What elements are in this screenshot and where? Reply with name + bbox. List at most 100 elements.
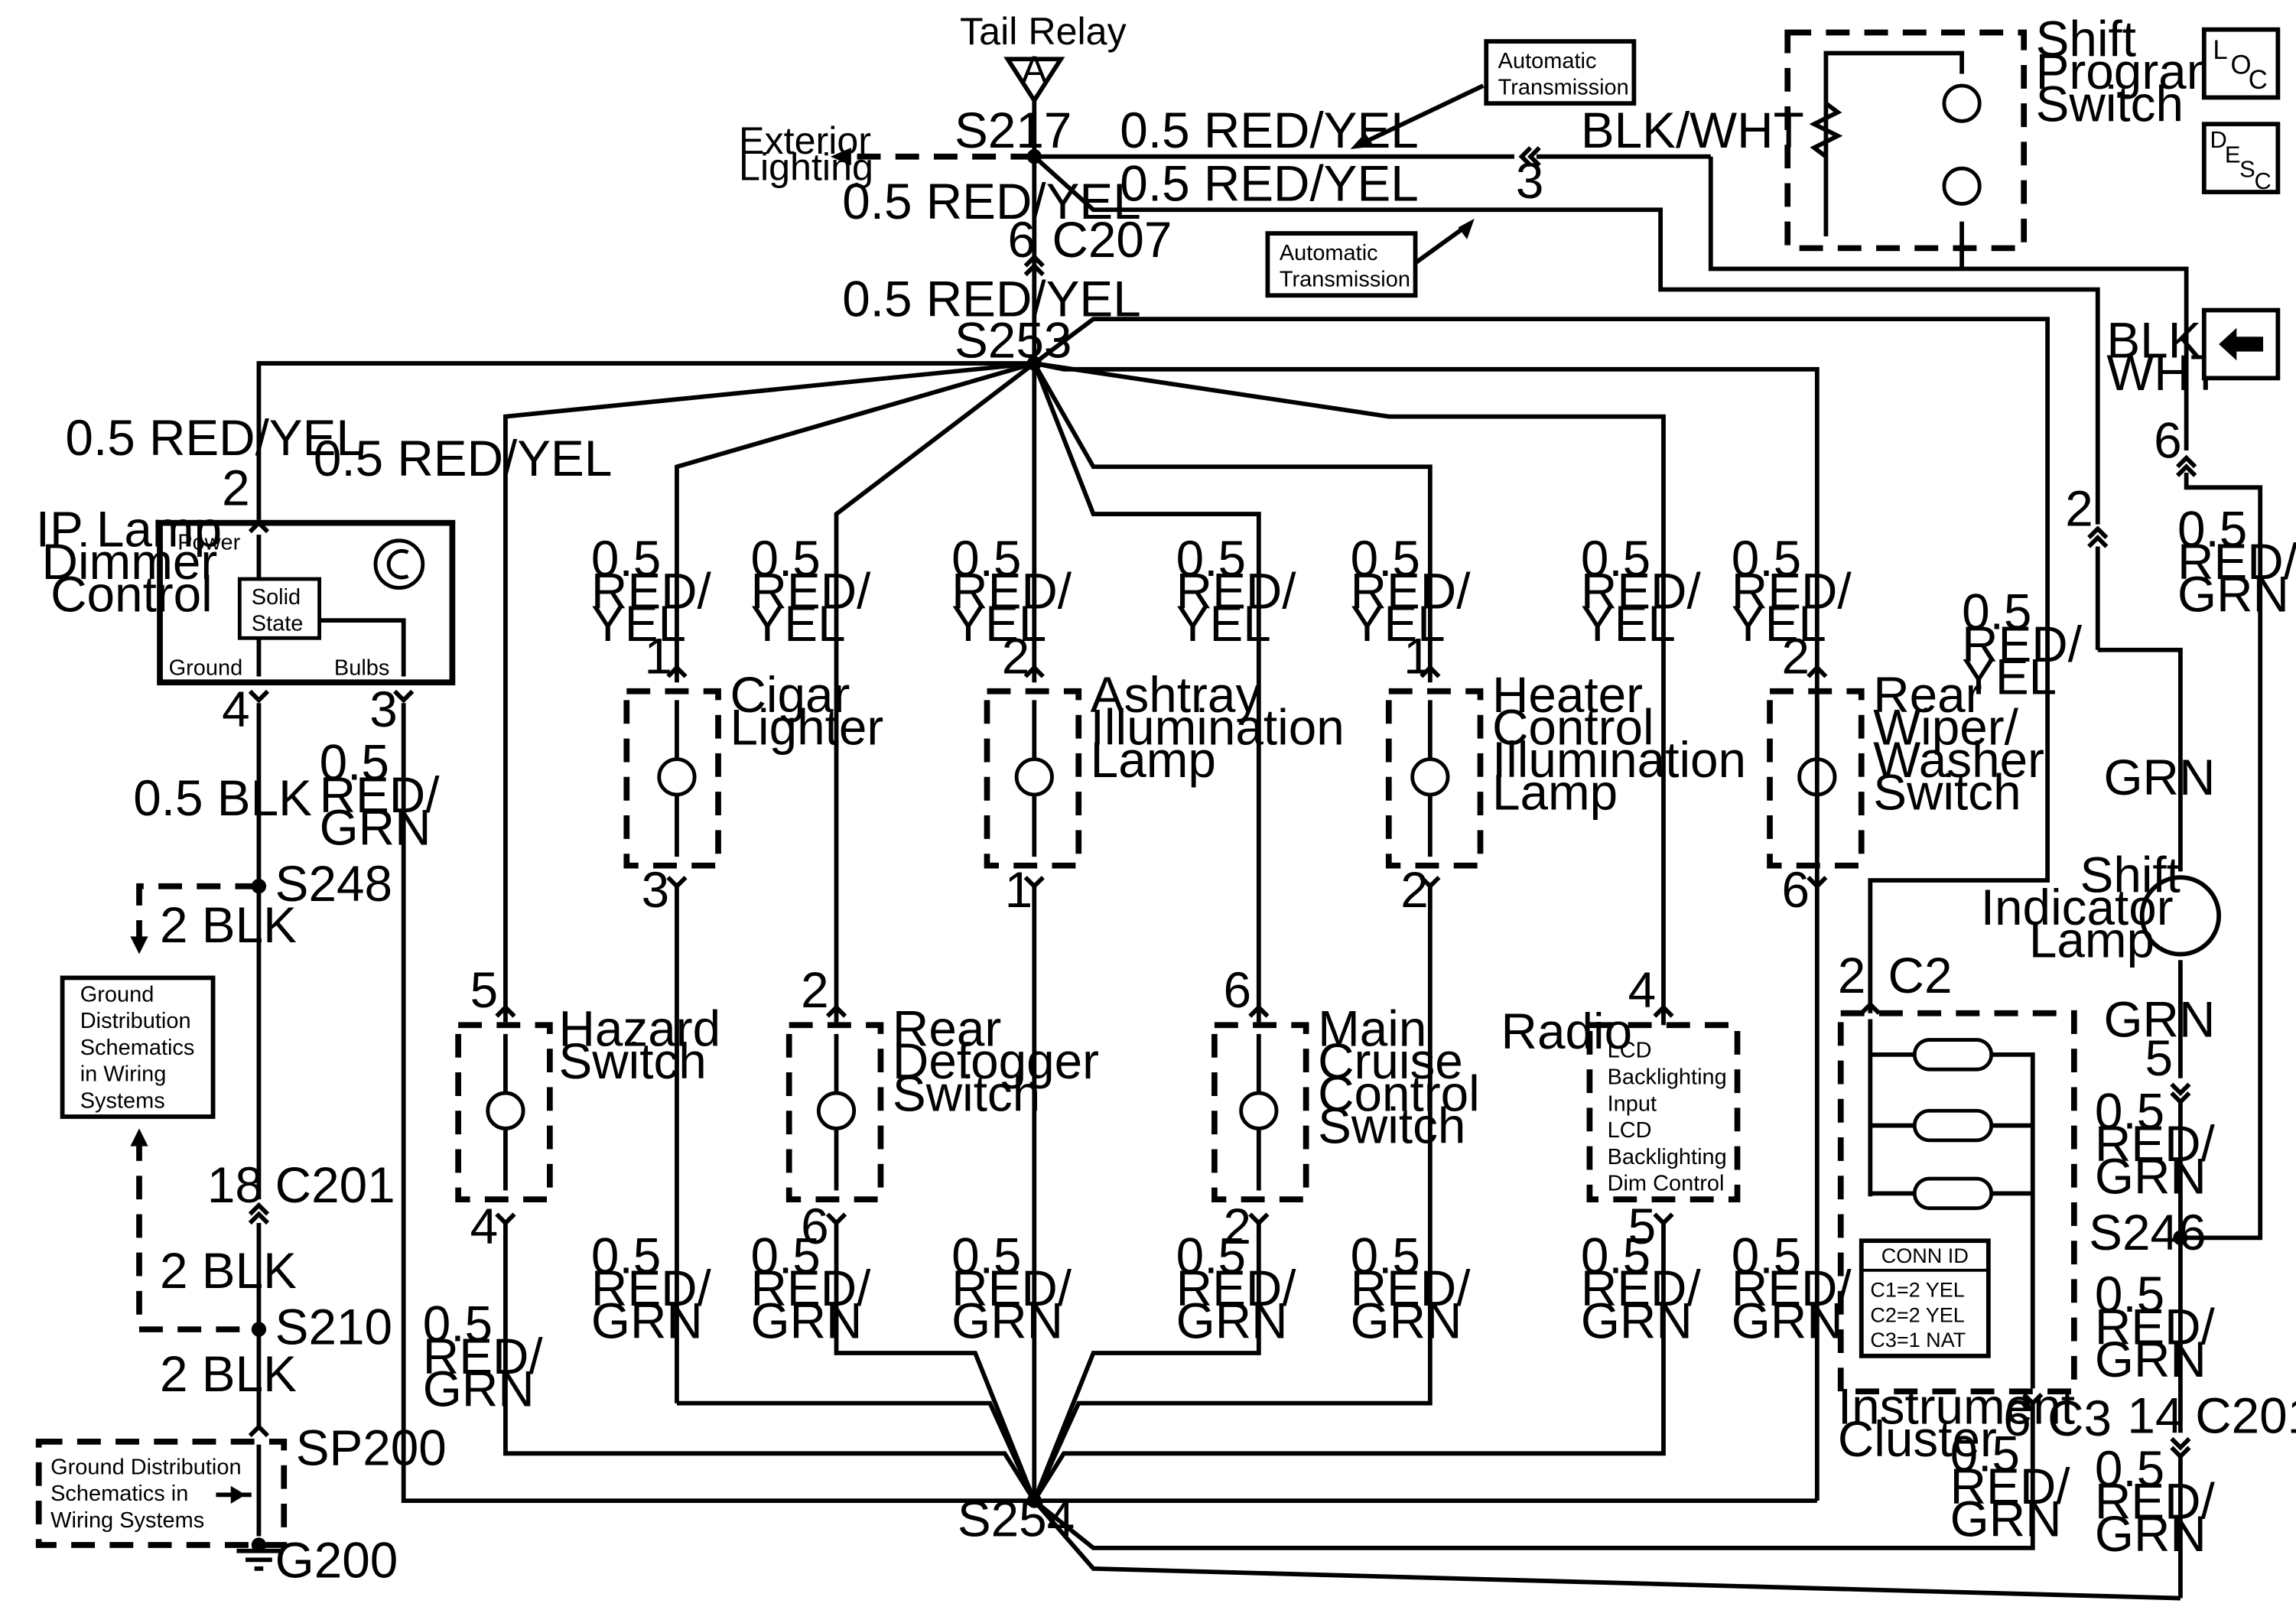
led-icon (1942, 83, 1982, 123)
svg-text:Transmission: Transmission (1280, 268, 1410, 292)
lamp-icon (1014, 757, 1054, 797)
wires (130, 83, 2263, 1601)
svg-text:0.5: 0.5 (2095, 1441, 2164, 1497)
svg-text:GRN: GRN (1950, 1491, 2062, 1547)
svg-text:RED/: RED/ (591, 1260, 712, 1316)
svg-text:Input: Input (1608, 1091, 1657, 1116)
svg-text:0.5: 0.5 (1351, 531, 1420, 587)
loc-button[interactable]: L O C (2201, 27, 2281, 100)
svg-text:GRN: GRN (1351, 1293, 1462, 1349)
svg-text:RED/: RED/ (1351, 1260, 1472, 1316)
back-button[interactable] (2201, 307, 2281, 381)
svg-text:Lighter: Lighter (730, 699, 883, 755)
svg-text:RED/: RED/ (591, 564, 712, 620)
desc-button[interactable]: D E S C (2201, 122, 2281, 194)
lamp-icon (2139, 875, 2222, 957)
svg-text:C: C (2254, 168, 2271, 194)
svg-text:Backlighting: Backlighting (1608, 1065, 1727, 1089)
svg-text:Automatic: Automatic (1498, 49, 1597, 73)
svg-text:C2=2 YEL: C2=2 YEL (1870, 1303, 1964, 1326)
shift-program-switch: Shift Program Switch (1784, 11, 2229, 269)
svg-text:Switch: Switch (2036, 76, 2184, 132)
svg-text:0.5: 0.5 (1581, 1228, 1650, 1284)
svg-text:Washer: Washer (1873, 732, 2044, 788)
svg-text:RED/: RED/ (320, 767, 441, 823)
splice-dots (251, 149, 2188, 1553)
svg-text:RED/: RED/ (751, 564, 872, 620)
svg-text:RED/: RED/ (951, 564, 1072, 620)
svg-text:RED/: RED/ (751, 1260, 872, 1316)
wire-label: 0.5 RED/YEL (842, 271, 1140, 327)
svg-text:Transmission: Transmission (1498, 76, 1629, 100)
svg-text:YEL: YEL (951, 596, 1046, 652)
connector-c201-right: C201 (2195, 1387, 2296, 1443)
svg-text:Indicator: Indicator (1981, 880, 2174, 935)
svg-text:RED/: RED/ (1581, 1260, 1702, 1316)
wire-label: 2 BLK (160, 1346, 297, 1402)
svg-text:Lamp: Lamp (1492, 764, 1618, 820)
svg-text:0.5: 0.5 (1581, 531, 1650, 587)
svg-text:0.5: 0.5 (423, 1296, 493, 1352)
splice-s246: S246 (2089, 1205, 2206, 1260)
tail-relay-terminal: A (1022, 48, 1048, 91)
pin: 6 (2003, 1390, 2031, 1446)
svg-text:Bulbs: Bulbs (334, 656, 389, 681)
auto-trans-box-bottom: Automatic Transmission (1265, 231, 1418, 298)
svg-text:0.5: 0.5 (751, 531, 821, 587)
svg-text:GRN: GRN (1732, 1293, 1843, 1349)
svg-text:GRN: GRN (2095, 1148, 2207, 1204)
svg-text:Control: Control (1492, 699, 1654, 755)
svg-text:Cigar: Cigar (730, 667, 850, 723)
svg-text:O: O (2231, 51, 2252, 80)
pin: 2 (222, 460, 250, 516)
ashtray-lamp: Ashtray Illumination Lamp (984, 667, 1345, 869)
pin: 5 (2145, 1030, 2174, 1086)
svg-text:0.5: 0.5 (1351, 1228, 1420, 1284)
svg-text:0.5: 0.5 (751, 1228, 821, 1284)
radio: Radio LCD Backlighting Input LCD Backlig… (1501, 1003, 1741, 1202)
svg-text:Illumination: Illumination (1091, 699, 1345, 755)
svg-text:Lamp: Lamp (1091, 732, 1216, 788)
svg-text:YEL: YEL (1581, 596, 1676, 652)
wire-label: 0.5 RED/YEL (1120, 102, 1418, 158)
ground-g200: G200 (275, 1533, 398, 1589)
svg-text:Defogger: Defogger (893, 1033, 1099, 1089)
svg-text:Shift: Shift (2036, 11, 2136, 67)
svg-text:Instrument: Instrument (1838, 1379, 2075, 1435)
svg-text:Schematics: Schematics (80, 1036, 195, 1060)
pin: 3 (642, 862, 670, 918)
svg-text:GRN: GRN (751, 1293, 863, 1349)
svg-text:Program: Program (2036, 44, 2229, 99)
svg-text:Lighting: Lighting (739, 146, 873, 189)
svg-text:Solid: Solid (252, 585, 301, 610)
pin: 6 (2154, 413, 2182, 469)
svg-text:Schematics in: Schematics in (50, 1482, 188, 1506)
svg-text:Switch: Switch (558, 1033, 706, 1089)
connector-chevrons (248, 146, 2197, 1460)
svg-text:GRN: GRN (320, 800, 431, 856)
svg-text:RED/: RED/ (2095, 1116, 2216, 1172)
svg-text:0.5: 0.5 (1732, 531, 1801, 587)
rear-wiper-switch: Rear Wiper/ Washer Switch (1767, 667, 2044, 869)
back-arrow-icon (2219, 327, 2264, 361)
svg-text:Dim Control: Dim Control (1608, 1172, 1725, 1196)
pin: 3 (1516, 153, 1544, 209)
pin: 2 (2065, 481, 2093, 537)
svg-text:Distribution: Distribution (80, 1009, 191, 1033)
pin-numbers: 6 2 4 3 18 1 2 1 2 3 1 2 6 5 2 6 4 4 6 2… (207, 153, 2184, 1446)
connector-c201-left: C201 (275, 1157, 395, 1213)
svg-text:RED/: RED/ (1732, 564, 1852, 620)
pin: 1 (1005, 862, 1033, 918)
pin: 6 (1008, 212, 1036, 268)
led-icon (1942, 166, 1982, 206)
connector-c3: C3 (2047, 1390, 2112, 1446)
svg-text:Ground: Ground (169, 656, 243, 681)
wire-label: BLK/ (2106, 312, 2216, 368)
pin: 2 (1400, 862, 1429, 918)
pin: 2 (1223, 1199, 1251, 1254)
pin: 2 (1781, 629, 1810, 685)
svg-text:State: State (252, 612, 304, 636)
pin: 1 (1403, 629, 1432, 685)
svg-text:0.5: 0.5 (2095, 1083, 2164, 1139)
svg-text:Main: Main (1318, 1000, 1426, 1056)
